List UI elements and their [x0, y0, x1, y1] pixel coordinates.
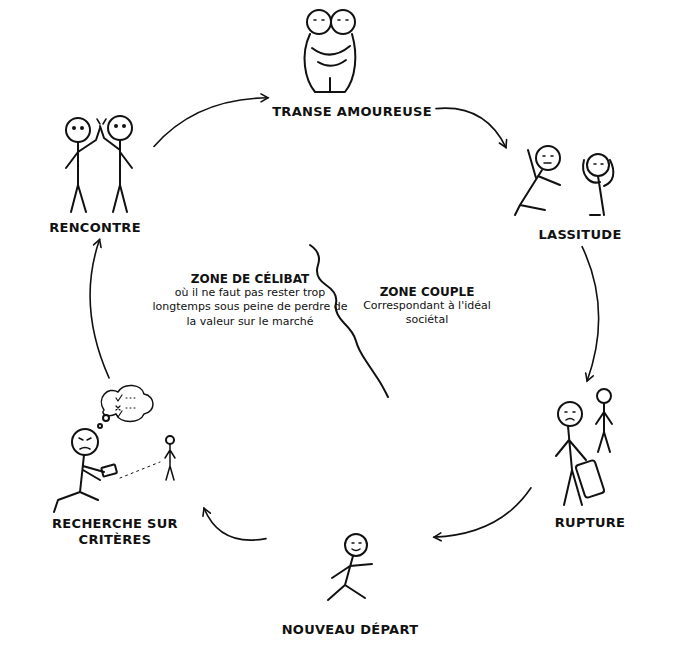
stage-label: RENCONTRE: [40, 220, 150, 236]
stage-node: RECHERCHE SUR CRITÈRES: [30, 382, 200, 547]
zone-text: ZONE COUPLECorrespondant à l'idéal socié…: [362, 285, 492, 328]
zone-note: Correspondant à l'idéal sociétal: [362, 299, 492, 328]
stage-label: RECHERCHE SUR CRITÈRES: [30, 516, 200, 547]
searching-figure: [54, 385, 175, 512]
zone-text: ZONE DE CÉLIBAToù il ne faut pas rester …: [150, 272, 350, 329]
zone-separator: [310, 245, 388, 397]
zone-note: où il ne faut pas rester trop longtemps …: [150, 286, 350, 329]
cycle-arrow: [434, 488, 531, 537]
stage-label: NOUVEAU DÉPART: [270, 622, 430, 638]
stage-label: LASSITUDE: [510, 227, 650, 243]
zone-heading: ZONE DE CÉLIBAT: [150, 272, 350, 286]
stage-label: TRANSE AMOUREUSE: [272, 104, 432, 120]
cycle-arrow: [154, 98, 268, 147]
cycle-arrow: [436, 108, 506, 147]
stage-node: RUPTURE: [535, 385, 645, 531]
cycle-arrow: [204, 508, 266, 540]
zone-heading: ZONE COUPLE: [362, 285, 492, 299]
cycle-arrow: [90, 240, 109, 378]
stage-node: RENCONTRE: [40, 108, 150, 236]
stage-label: RUPTURE: [535, 515, 645, 531]
stage-node: NOUVEAU DÉPART: [270, 522, 430, 638]
stage-node: LASSITUDE: [510, 135, 650, 243]
hugging-figures: [305, 10, 356, 92]
tired-figures: [515, 146, 613, 215]
cycle-arrow: [582, 247, 599, 381]
running-figure: [328, 534, 372, 600]
stage-node: TRANSE AMOUREUSE: [272, 4, 432, 120]
meeting-figures: [66, 116, 132, 212]
breakup-figures: [556, 389, 612, 505]
